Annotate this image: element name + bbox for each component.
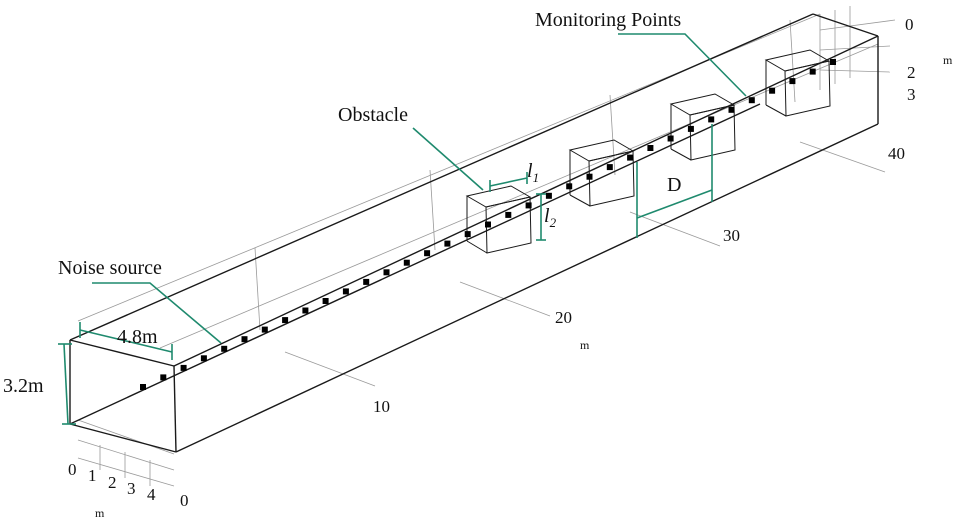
- noise-leader: [92, 282, 222, 344]
- monitoring-point: [403, 259, 410, 266]
- monitoring-point: [241, 336, 248, 343]
- monitoring-point: [302, 307, 309, 314]
- monitoring-point: [363, 278, 370, 285]
- obstacle-leader: [412, 127, 484, 191]
- obstacle-label: Obstacle: [338, 104, 408, 126]
- monitoring-point: [140, 384, 146, 390]
- monitoring-point: [464, 231, 471, 238]
- width-tick-2: 2: [108, 473, 117, 492]
- obstacle-box-1: [465, 185, 532, 254]
- monitoring-point: [180, 364, 187, 371]
- monitoring-point: [566, 183, 573, 190]
- monitoring-point: [708, 116, 715, 123]
- length-tick-20: 20: [555, 308, 572, 327]
- monitoring-leader: [618, 33, 747, 97]
- monitoring-point: [809, 68, 816, 75]
- monitoring-points-label: Monitoring Points: [535, 9, 681, 31]
- monitoring-point: [728, 106, 735, 113]
- width-dimension-label: 4.8m: [117, 326, 158, 348]
- monitoring-point: [383, 269, 390, 276]
- monitoring-point: [322, 298, 329, 304]
- length-axis-unit: m: [580, 338, 590, 352]
- height-tick-3: 3: [907, 85, 916, 104]
- width-tick-3: 3: [127, 479, 136, 498]
- leader-lines: [58, 33, 747, 425]
- monitoring-point: [830, 59, 836, 65]
- l1-dim-line: [489, 177, 528, 187]
- width-axis-unit: m: [95, 506, 105, 520]
- monitoring-point: [667, 135, 674, 142]
- monitoring-point: [525, 202, 532, 209]
- monitoring-point: [687, 125, 694, 132]
- monitoring-point: [606, 164, 613, 171]
- corner-tick-0: 0: [180, 491, 189, 510]
- obstacle-box-3: [669, 93, 736, 161]
- obstacle-box-4: [764, 49, 831, 117]
- height-dimension-label: 3.2m: [3, 375, 44, 397]
- width-tick-0: 0: [68, 460, 77, 479]
- monitoring-point: [586, 173, 593, 180]
- l2-label: l2: [544, 205, 557, 230]
- monitoring-point: [342, 288, 349, 295]
- length-tick-10: 10: [373, 397, 390, 416]
- monitoring-point: [424, 250, 431, 257]
- width-dim-line: [79, 329, 173, 353]
- tunnel-box: [69, 13, 879, 453]
- monitoring-point: [282, 317, 289, 324]
- monitoring-point: [505, 211, 512, 218]
- height-tick-0: 0: [905, 15, 914, 34]
- monitoring-point: [789, 78, 796, 85]
- monitoring-point: [221, 345, 228, 352]
- width-tick-4: 4: [147, 485, 156, 504]
- monitoring-points: [140, 59, 836, 390]
- height-dim-line: [63, 343, 69, 425]
- monitoring-point: [627, 154, 634, 161]
- monitoring-point: [769, 87, 776, 94]
- monitoring-point: [485, 221, 491, 228]
- monitoring-point: [160, 374, 167, 381]
- monitoring-point: [200, 355, 207, 362]
- obstacle-boxes: [465, 49, 831, 254]
- height-axis-unit: m: [943, 53, 953, 67]
- l1-label: l1: [527, 160, 539, 185]
- monitoring-point: [647, 145, 654, 151]
- obstacle-box-2: [568, 139, 635, 207]
- monitoring-point: [748, 97, 755, 104]
- width-tick-1: 1: [88, 466, 97, 485]
- height-tick-2: 2: [907, 63, 916, 82]
- noise-source-label: Noise source: [58, 257, 162, 279]
- length-tick-40: 40: [888, 144, 905, 163]
- d-dim-line: [636, 189, 713, 219]
- spacing-d-label: D: [667, 174, 681, 196]
- length-tick-30: 30: [723, 226, 740, 245]
- monitoring-point: [444, 240, 451, 247]
- monitoring-point: [261, 326, 268, 333]
- monitoring-point: [545, 192, 552, 199]
